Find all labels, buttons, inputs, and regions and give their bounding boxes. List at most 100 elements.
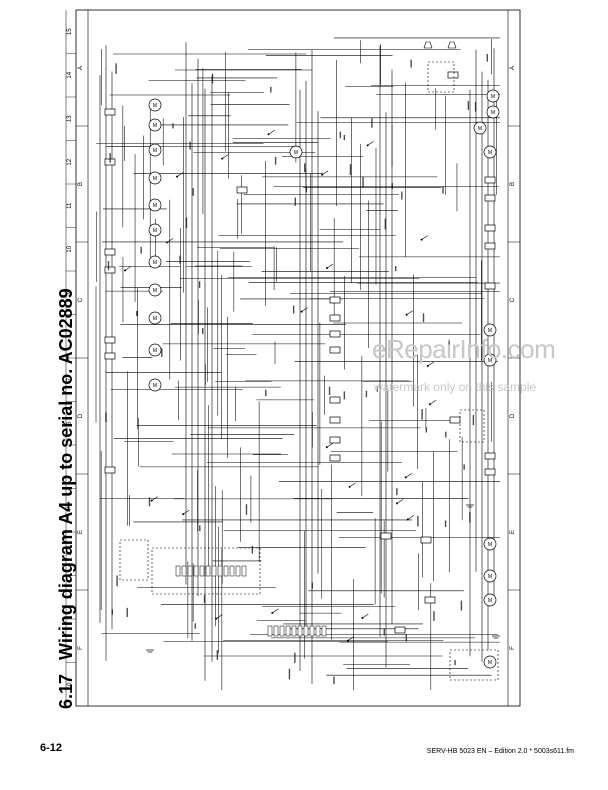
row-number: 7 — [67, 377, 73, 381]
row-number: 12 — [67, 158, 73, 165]
motor-glyph: M — [488, 598, 492, 604]
connector-pin — [297, 625, 303, 637]
relay-box — [104, 266, 116, 274]
switch-node — [426, 365, 429, 368]
motor-symbol — [148, 98, 162, 112]
switch-contact — [326, 263, 334, 269]
row-number: 14 — [67, 71, 73, 78]
row-number: 2 — [67, 595, 73, 599]
section-title: Wiring diagram A4 up to serial no. AC028… — [56, 288, 76, 660]
switch-node — [326, 266, 329, 269]
motor-symbol — [483, 593, 497, 607]
relay-box — [236, 186, 248, 194]
motor-symbol — [473, 121, 487, 135]
column-label-left: A — [78, 66, 84, 70]
switch-contact — [421, 235, 428, 240]
module-outline — [427, 61, 455, 93]
connector-pin — [291, 625, 297, 637]
column-label-left: E — [78, 530, 84, 534]
connector-pin — [303, 625, 309, 637]
switch-contact — [429, 400, 437, 405]
column-label-right: D — [510, 413, 516, 418]
row-number: 9 — [67, 290, 73, 294]
switch-node — [428, 403, 431, 406]
connector-pin — [279, 625, 285, 637]
connector-pin — [211, 565, 217, 577]
switch-contact — [405, 473, 412, 478]
motor-glyph: M — [488, 574, 492, 580]
switch-node — [124, 269, 127, 272]
motor-glyph: M — [153, 383, 157, 389]
motor-glyph: M — [491, 110, 495, 116]
row-number: 3 — [67, 551, 73, 555]
switch-contact — [272, 608, 279, 614]
relay-box — [420, 536, 432, 544]
connector-pin — [285, 625, 291, 637]
motor-glyph: M — [153, 123, 157, 129]
row-number: 0 — [67, 682, 73, 686]
motor-glyph: M — [488, 328, 492, 334]
relay-box — [484, 242, 496, 250]
motor-glyph: M — [153, 176, 157, 182]
motor-symbol — [486, 105, 500, 119]
column-label-right: B — [510, 182, 516, 186]
column-label-left: D — [78, 413, 84, 418]
motor-symbol — [486, 89, 500, 103]
motor-symbol — [483, 145, 497, 159]
motor-symbol — [148, 311, 162, 325]
switch-contact — [222, 154, 229, 159]
relay-box — [484, 452, 496, 460]
switch-contact — [362, 613, 369, 619]
column-label-left: F — [78, 646, 84, 650]
module-outline — [151, 547, 261, 595]
connector-pin — [187, 565, 193, 577]
relay-box — [329, 296, 341, 304]
relay-box — [447, 71, 459, 79]
switch-node — [221, 157, 224, 160]
relay-box — [104, 466, 116, 474]
connector-pin — [199, 565, 205, 577]
switch-contact — [301, 307, 308, 312]
switch-contact — [176, 172, 184, 177]
switch-contact — [349, 482, 356, 488]
document-reference: SERV-HB 5023 EN – Edition 2.0 * 5003s611… — [426, 748, 574, 755]
switch-node — [150, 499, 153, 502]
motor-glyph: M — [488, 542, 492, 548]
relay-box — [484, 176, 496, 184]
relay-box — [484, 224, 496, 232]
switch-node — [366, 144, 369, 147]
motor-glyph: M — [294, 150, 298, 156]
module-outline — [119, 539, 149, 581]
row-number: 11 — [67, 202, 73, 209]
motor-symbol — [148, 171, 162, 185]
module-outline — [459, 409, 485, 443]
switch-node — [346, 639, 349, 642]
relay-box — [329, 346, 341, 354]
motor-symbol — [148, 283, 162, 297]
switch-contact — [407, 515, 414, 520]
relay-box — [104, 108, 116, 116]
connector-pin — [241, 565, 247, 577]
connector-pin — [235, 565, 241, 577]
relay-box — [484, 468, 496, 476]
row-number: 5 — [67, 464, 73, 468]
page-number: 6-12 — [40, 742, 63, 754]
motor-symbol — [148, 378, 162, 392]
motor-glyph: M — [153, 316, 157, 322]
column-label-right: A — [510, 66, 516, 70]
switch-node — [406, 518, 409, 521]
switch-contact — [151, 496, 158, 501]
page-title: 6.17Wiring diagram A4 up to serial no. A… — [56, 288, 77, 709]
switch-contact — [367, 141, 374, 146]
motor-glyph: M — [153, 288, 157, 294]
switch-contact — [166, 238, 174, 243]
switch-contact — [124, 266, 132, 271]
connector-pin — [175, 565, 181, 577]
switch-contact — [183, 509, 190, 515]
relay-box — [329, 436, 341, 444]
connector-pin — [309, 625, 315, 637]
relay-box — [329, 330, 341, 338]
row-number: 13 — [67, 115, 73, 122]
connector-pin — [273, 625, 279, 637]
